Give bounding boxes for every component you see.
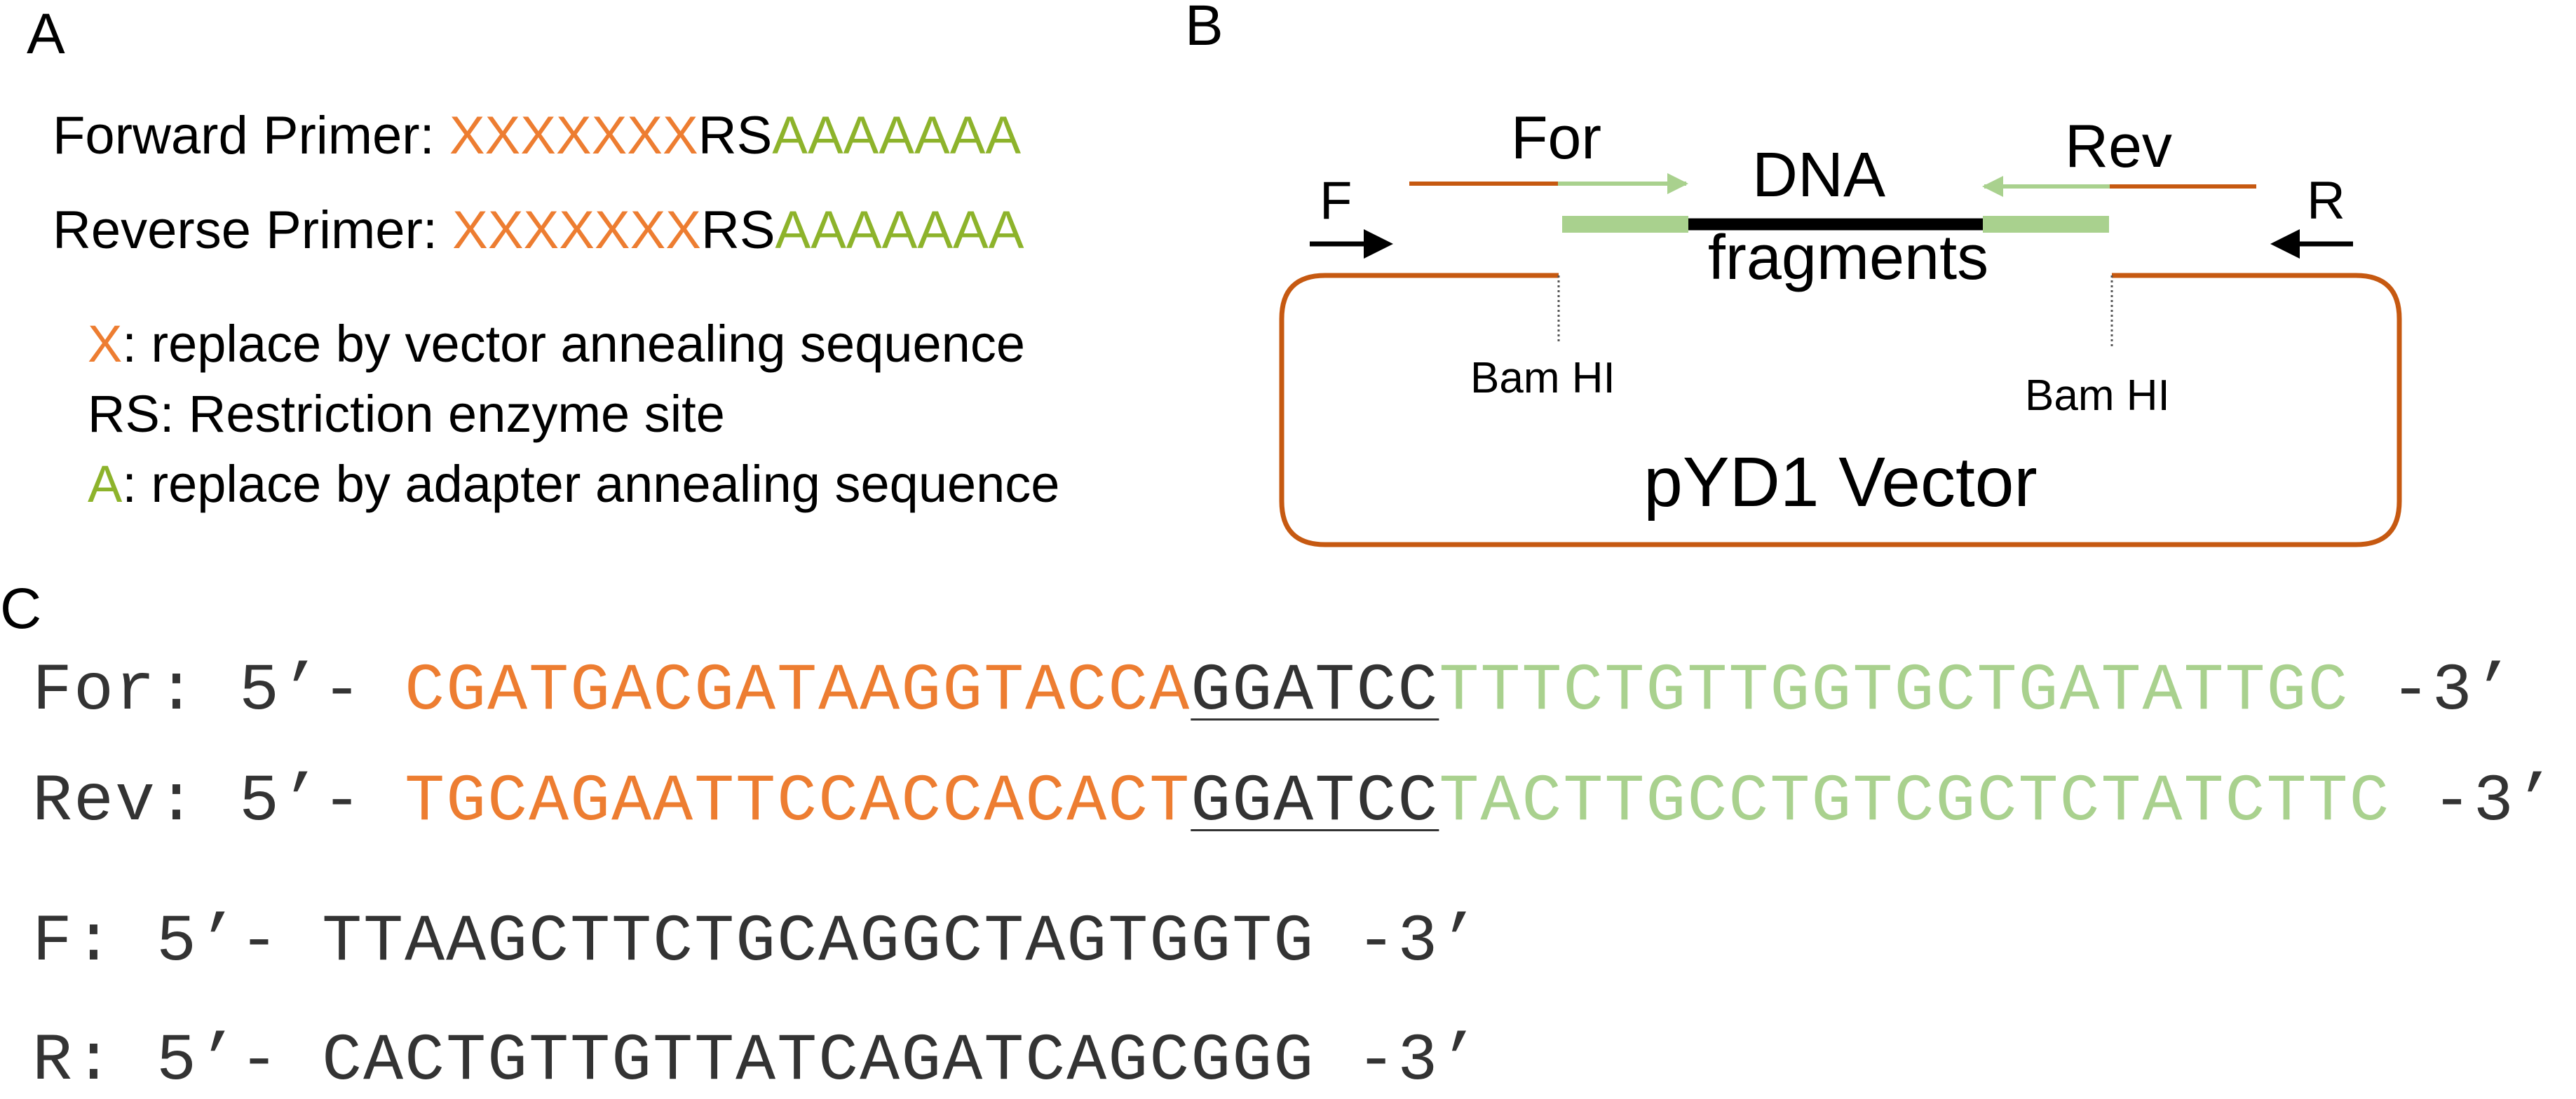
reverse-primer-label: Reverse Primer: (53, 200, 453, 260)
rev-seq-prefix: Rev: 5’- (32, 764, 405, 840)
rev-seq-vector: TGCAGAATTCCACCACACT (405, 764, 1191, 840)
forward-primer-a: AAAAAAA (772, 106, 1022, 165)
for-seq-prefix: For: 5’- (32, 653, 405, 729)
for-sequence: For: 5’- CGATGACGATAAGGTACCAGGATCCTTTCTG… (32, 653, 2515, 729)
legend-rs-text: : Restriction enzyme site (159, 385, 725, 443)
r-sequence: R: 5’- CACTGTTGTTATCAGATCAGCGGG -3’ (32, 1023, 1481, 1099)
rev-seq-suffix: -3’ (2390, 764, 2556, 840)
reverse-primer-line: Reverse Primer: XXXXXXXRSAAAAAAA (53, 200, 1024, 261)
bam-left-label: Bam HI (1470, 354, 1615, 402)
vector-label: pYD1 Vector (1643, 443, 2037, 521)
f-sequence: F: 5’- TTAAGCTTCTGCAGGCTAGTGGTG -3’ (32, 904, 1481, 980)
dna-label: DNA (1752, 140, 1885, 210)
f-label: F (1320, 171, 1352, 231)
rev-sequence: Rev: 5’- TGCAGAATTCCACCACACTGGATCCTACTTG… (32, 764, 2556, 840)
legend-a-text: : replace by adapter annealing sequence (122, 455, 1060, 513)
for-seq-suffix: -3’ (2349, 653, 2515, 729)
reverse-primer-rs: RS (700, 200, 775, 260)
reverse-primer-a: AAAAAAA (775, 200, 1024, 260)
fragments-label: fragments (1708, 223, 1988, 293)
forward-primer-label: Forward Primer: (53, 106, 449, 165)
legend-x: X: replace by vector annealing sequence (88, 314, 1025, 374)
forward-primer-rs: RS (698, 106, 773, 165)
legend-a: A: replace by adapter annealing sequence (88, 454, 1059, 514)
legend-x-key: X (88, 315, 123, 373)
legend-x-text: : replace by vector annealing sequence (122, 315, 1025, 373)
panel-a-label: A (27, 2, 65, 66)
forward-primer-line: Forward Primer: XXXXXXXRSAAAAAAA (53, 105, 1021, 166)
panel-c-label: C (0, 577, 42, 641)
rev-label: Rev (2065, 113, 2172, 180)
for-seq-adapter: TTTCTGTTGGTGCTGATATTGC (1439, 653, 2350, 729)
vector-diagram: For Rev DNA fragments F R Bam HI Bam HI … (1279, 104, 2402, 547)
legend-rs: RS: Restriction enzyme site (88, 384, 725, 444)
for-seq-vector: CGATGACGATAAGGTACCA (405, 653, 1191, 729)
for-seq-bamhi-site: GGATCC (1191, 653, 1439, 729)
legend-a-key: A (88, 455, 123, 513)
for-label: For (1511, 104, 1601, 172)
forward-primer-x: XXXXXXX (449, 106, 698, 165)
panel-b-label: B (1185, 0, 1223, 57)
bam-right-label: Bam HI (2025, 371, 2170, 420)
rev-seq-bamhi-site: GGATCC (1191, 764, 1439, 840)
r-label: R (2307, 171, 2345, 231)
vector-outline (1279, 273, 2402, 547)
legend-rs-key: RS (88, 385, 160, 443)
rev-seq-adapter: TACTTGCCTGTCGCTCTATCTTC (1439, 764, 2391, 840)
reverse-primer-x: XXXXXXX (452, 200, 701, 260)
